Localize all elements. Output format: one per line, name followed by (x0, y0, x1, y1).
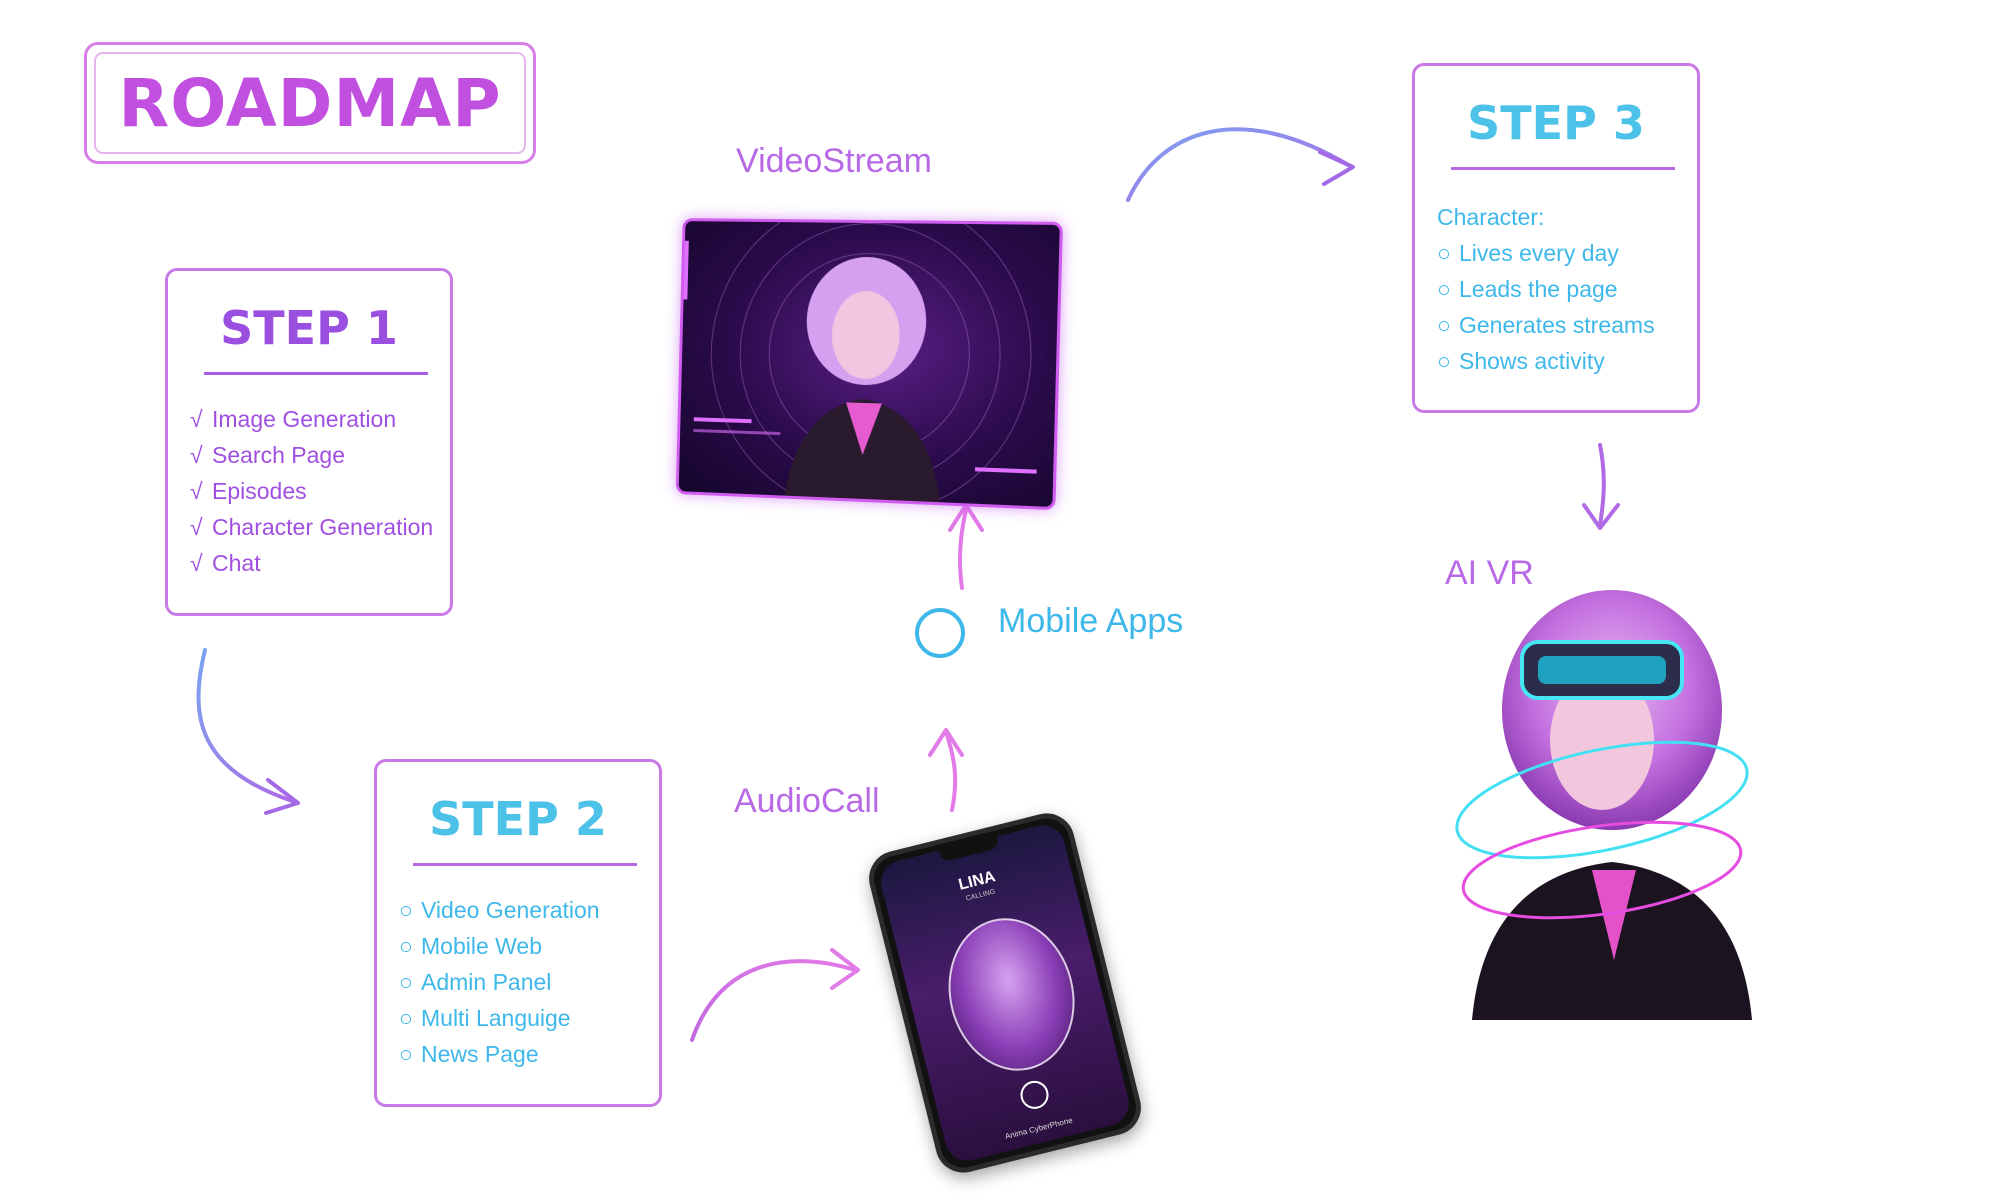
step-2-card: STEP 2 ○Video Generation ○Mobile Web ○Ad… (374, 759, 662, 1107)
list-item: √Search Page (190, 437, 433, 473)
step-3-divider (1451, 167, 1675, 170)
step-3-card: STEP 3 Character: ○Lives every day ○Lead… (1412, 63, 1700, 413)
circle-bullet-icon: ○ (399, 969, 413, 995)
list-item: √Chat (190, 545, 433, 581)
step-3-list: Character: ○Lives every day ○Leads the p… (1437, 199, 1655, 379)
circle-bullet-icon: ○ (399, 1005, 413, 1031)
circle-bullet-icon: ○ (1437, 312, 1451, 338)
caller-avatar (932, 904, 1091, 1085)
step-2-list: ○Video Generation ○Mobile Web ○Admin Pan… (399, 892, 600, 1072)
circle-bullet-icon: ○ (399, 1041, 413, 1067)
check-icon: √ (190, 478, 203, 504)
step-2-title: STEP 2 (429, 792, 607, 846)
list-item: ○Admin Panel (399, 964, 600, 1000)
arrow-mobile-apps-to-videostream (948, 503, 984, 590)
check-icon: √ (190, 514, 203, 540)
list-item: ○Mobile Web (399, 928, 600, 964)
videostream-preview-image (675, 218, 1064, 511)
list-item: √Episodes (190, 473, 433, 509)
step-3-heading: Character: (1437, 204, 1545, 230)
step-1-divider (204, 372, 428, 375)
arrow-phone-to-mobile-apps (928, 728, 964, 812)
arrow-videostream-to-step3 (1126, 127, 1355, 202)
check-icon: √ (190, 550, 203, 576)
check-icon: √ (190, 442, 203, 468)
roadmap-title-badge: ROADMAP (84, 42, 536, 164)
videostream-label: VideoStream (736, 142, 932, 180)
arrow-step2-to-phone (690, 948, 860, 1042)
ai-vr-label: AI VR (1445, 554, 1534, 592)
step-1-list: √Image Generation √Search Page √Episodes… (190, 401, 433, 581)
character-portrait-icon (784, 256, 943, 503)
ai-vr-character-image (1455, 590, 1752, 1020)
step-1-title: STEP 1 (220, 301, 398, 355)
check-icon: √ (190, 406, 203, 432)
list-item: ○Shows activity (1437, 343, 1655, 379)
arrow-step3-to-vr (1582, 443, 1620, 530)
step-2-divider (413, 863, 637, 866)
step-1-card: STEP 1 √Image Generation √Search Page √E… (165, 268, 453, 616)
arrow-step1-to-step2 (196, 648, 300, 815)
page-title: ROADMAP (118, 64, 502, 142)
circle-bullet-icon: ○ (1437, 348, 1451, 374)
step-3-title: STEP 3 (1467, 96, 1645, 150)
list-item: ○Generates streams (1437, 307, 1655, 343)
circle-bullet-icon: ○ (399, 897, 413, 923)
mobile-apps-label: Mobile Apps (998, 602, 1184, 640)
list-item: ○Multi Languige (399, 1000, 600, 1036)
audiocall-label: AudioCall (734, 782, 880, 820)
list-item: ○Lives every day (1437, 235, 1655, 271)
list-item: ○News Page (399, 1036, 600, 1072)
circle-bullet-icon: ○ (1437, 276, 1451, 302)
list-item: √Character Generation (190, 509, 433, 545)
mobile-apps-node-icon (915, 608, 965, 658)
phone-call-icon (1017, 1077, 1052, 1112)
list-item: ○Leads the page (1437, 271, 1655, 307)
list-item: √Image Generation (190, 401, 433, 437)
list-item: ○Video Generation (399, 892, 600, 928)
circle-bullet-icon: ○ (1437, 240, 1451, 266)
circle-bullet-icon: ○ (399, 933, 413, 959)
